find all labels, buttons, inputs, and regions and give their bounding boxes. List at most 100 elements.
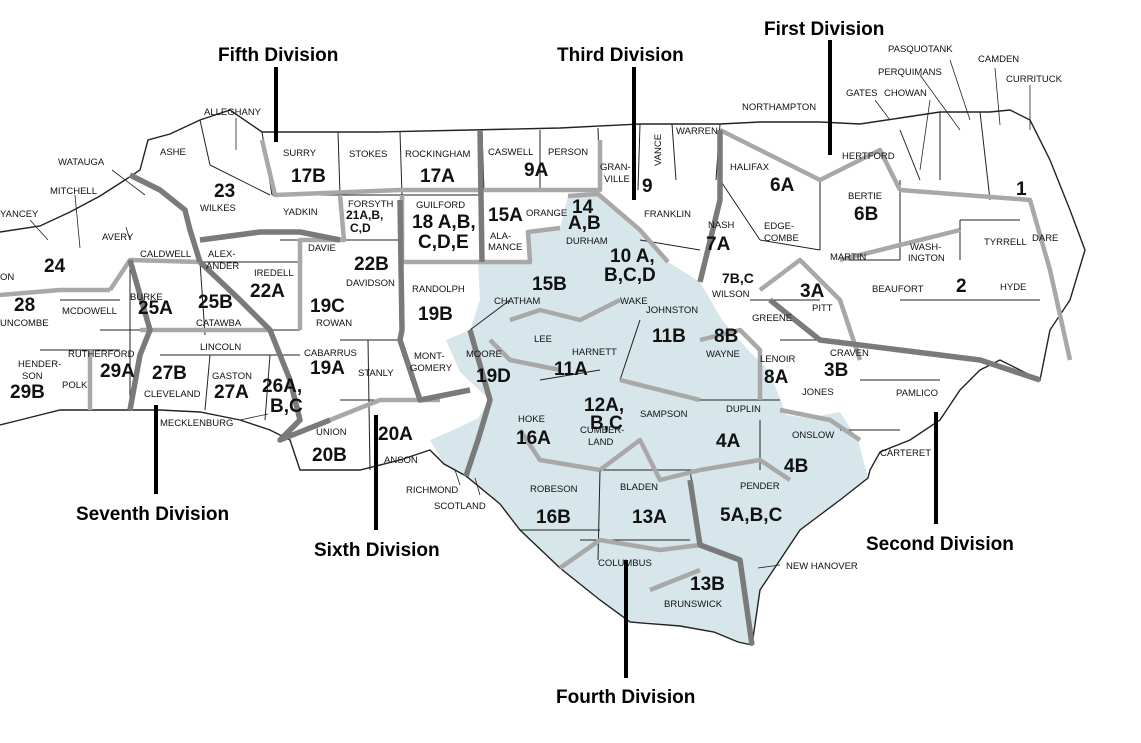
county-camden: CAMDEN xyxy=(978,54,1019,65)
county-alleghany: ALLEGHANY xyxy=(204,107,262,118)
district-21: 21A,B,C,D xyxy=(346,208,383,235)
county-gaston: GASTON xyxy=(212,371,252,382)
county-onslow: ONSLOW xyxy=(792,430,834,441)
county-alexander: ALEX-ANDER xyxy=(206,249,239,272)
county-lenoir: LENOIR xyxy=(760,354,796,365)
district-23: 23 xyxy=(214,181,235,202)
district-18: 18 A,B,C,D,E xyxy=(412,212,476,253)
county-robeson: ROBESON xyxy=(530,484,578,495)
district-6a: 6A xyxy=(770,175,795,196)
district-10: 10 A,B,C,D xyxy=(604,246,656,286)
county-tyrrell: TYRRELL xyxy=(984,237,1027,248)
county-jones: JONES xyxy=(802,387,834,398)
district-25a: 25A xyxy=(138,298,173,319)
county-columbus: COLUMBUS xyxy=(598,558,652,569)
county-nash: NASH xyxy=(708,220,735,231)
district-24: 24 xyxy=(44,256,66,277)
district-4b: 4B xyxy=(784,456,808,477)
district-16a: 16A xyxy=(516,428,551,449)
county-cumberland: CUMBER-LAND xyxy=(580,425,624,448)
district-1: 1 xyxy=(1016,179,1027,200)
county-mecklenburg: MECKLENBURG xyxy=(160,418,233,429)
county-wilson: WILSON xyxy=(712,289,750,300)
county-pasquotank: PASQUOTANK xyxy=(888,44,953,55)
sixth-division-label: Sixth Division xyxy=(314,540,440,561)
district-19a: 19A xyxy=(310,358,345,379)
county-franklin: FRANKLIN xyxy=(644,209,691,220)
county-davie: DAVIE xyxy=(308,243,336,254)
county-scotland: SCOTLAND xyxy=(434,501,486,512)
district-15b: 15B xyxy=(532,274,567,295)
district-9a: 9A xyxy=(524,160,549,181)
first-division-label: First Division xyxy=(764,19,884,40)
county-stanly: STANLY xyxy=(358,368,394,379)
county-bladen: BLADEN xyxy=(620,482,658,493)
county-northampton: NORTHAMPTON xyxy=(742,102,816,113)
county-caldwell: CALDWELL xyxy=(140,249,191,260)
county-iredell: IREDELL xyxy=(254,268,294,279)
county-labels: ALLEGHANY ASHE WATAUGA MITCHELL YANCEY A… xyxy=(0,44,1063,610)
county-durham: DURHAM xyxy=(566,236,608,247)
state-outline xyxy=(0,109,1086,646)
county-hyde: HYDE xyxy=(1000,282,1026,293)
county-edgecombe: EDGE-COMBE xyxy=(764,221,799,244)
district-7a: 7A xyxy=(706,234,731,255)
district-6b: 6B xyxy=(854,204,878,225)
county-surry: SURRY xyxy=(283,148,317,159)
district-25b: 25B xyxy=(198,292,233,313)
county-rowan: ROWAN xyxy=(316,318,352,329)
county-hoke: HOKE xyxy=(518,414,545,425)
county-dare: DARE xyxy=(1032,233,1058,244)
district-7bc: 7B,C xyxy=(722,270,754,286)
district-13b: 13B xyxy=(690,574,725,595)
fourth-division-label: Fourth Division xyxy=(556,687,695,708)
county-buncombe: UNCOMBE xyxy=(0,318,49,329)
county-pitt: PITT xyxy=(812,303,833,314)
district-8b: 8B xyxy=(714,326,738,347)
county-pointer-lines xyxy=(29,59,1031,569)
county-gates: GATES xyxy=(846,88,878,99)
district-9: 9 xyxy=(642,176,653,197)
district-20a: 20A xyxy=(378,424,413,445)
county-bertie: BERTIE xyxy=(848,191,882,202)
county-currituck: CURRITUCK xyxy=(1006,74,1063,85)
county-alamance: ALA-MANCE xyxy=(488,231,522,253)
county-richmond: RICHMOND xyxy=(406,485,458,496)
county-watauga: WATAUGA xyxy=(58,157,105,168)
county-harnett: HARNETT xyxy=(572,347,617,358)
county-pender: PENDER xyxy=(740,481,780,492)
county-vance: VANCE xyxy=(653,134,664,166)
district-17a: 17A xyxy=(420,166,455,187)
county-forsyth: FORSYTH xyxy=(348,199,394,210)
fifth-division-label: Fifth Division xyxy=(218,45,338,66)
county-person: PERSON xyxy=(548,147,588,158)
district-28: 28 xyxy=(14,295,35,316)
district-13a: 13A xyxy=(632,507,667,528)
fourth-division-region xyxy=(430,194,868,645)
district-16b: 16B xyxy=(536,507,571,528)
county-granville: GRAN-VILLE xyxy=(600,162,631,185)
county-guilford: GUILFORD xyxy=(416,200,465,211)
seventh-division-label: Seventh Division xyxy=(76,504,229,525)
county-polk: POLK xyxy=(62,380,88,391)
county-stokes: STOKES xyxy=(349,149,387,160)
county-orange: ORANGE xyxy=(526,208,567,219)
county-burke: BURKE xyxy=(130,292,163,303)
district-5abc: 5A,B,C xyxy=(720,505,783,526)
county-mitchell: MITCHELL xyxy=(50,186,97,197)
district-19b: 19B xyxy=(418,304,453,325)
county-cleveland: CLEVELAND xyxy=(144,389,201,400)
county-cabarrus: CABARRUS xyxy=(304,348,357,359)
district-19d: 19D xyxy=(476,366,511,387)
district-29b: 29B xyxy=(10,382,45,403)
district-19c: 19C xyxy=(310,296,345,317)
county-wayne: WAYNE xyxy=(706,349,740,360)
district-8a: 8A xyxy=(764,367,789,388)
county-craven: CRAVEN xyxy=(830,348,869,359)
county-wake: WAKE xyxy=(620,296,648,307)
district-27b: 27B xyxy=(152,363,187,384)
district-4a: 4A xyxy=(716,431,741,452)
district-22a: 22A xyxy=(250,281,285,302)
